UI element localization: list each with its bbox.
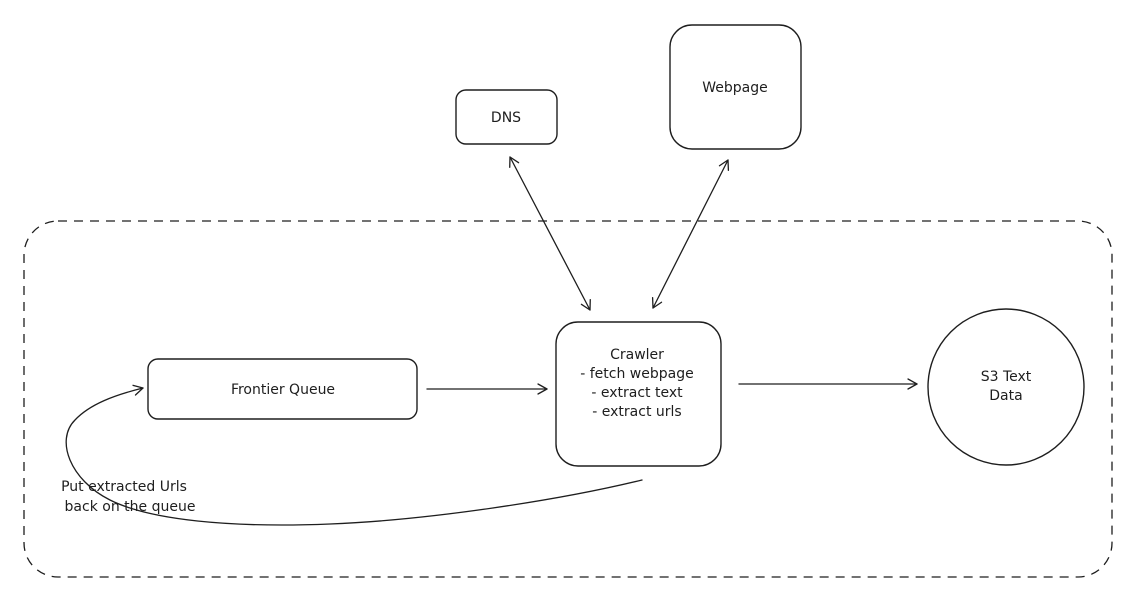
dns-box — [455, 89, 558, 145]
webpage-box — [669, 24, 802, 150]
crawler-step: - extract text — [591, 385, 683, 401]
s3-label-line: S3 Text — [981, 369, 1032, 385]
feedback-annotation: Put extracted Urls back on the queue — [61, 479, 195, 515]
arrow-dns-crawler — [509, 156, 591, 311]
crawler-system-boundary — [23, 220, 1113, 578]
dns-node[interactable]: DNS — [455, 89, 558, 145]
s3-label-line: Data — [989, 388, 1022, 404]
crawler-step: - extract urls — [592, 404, 681, 420]
frontier-queue-box — [147, 358, 418, 420]
s3-circle — [927, 308, 1085, 466]
crawler-box — [555, 321, 722, 467]
webpage-label: Webpage — [702, 80, 768, 96]
crawler-title: Crawler — [610, 347, 664, 363]
arrow-webpage-crawler — [651, 159, 730, 309]
webpage-node[interactable]: Webpage — [669, 24, 802, 150]
crawler-node[interactable]: Crawler - fetch webpage - extract text -… — [555, 321, 722, 467]
arrow-crawler-back-to-queue — [65, 384, 643, 526]
dns-label: DNS — [491, 110, 521, 126]
crawler-step: - fetch webpage — [580, 366, 693, 382]
annotation-line: back on the queue — [65, 499, 196, 515]
frontier-queue-node[interactable]: Frontier Queue — [147, 358, 418, 420]
annotation-line: Put extracted Urls — [61, 479, 187, 495]
s3-text-data-node[interactable]: S3 Text Data — [927, 308, 1085, 466]
frontier-queue-label: Frontier Queue — [231, 382, 335, 398]
